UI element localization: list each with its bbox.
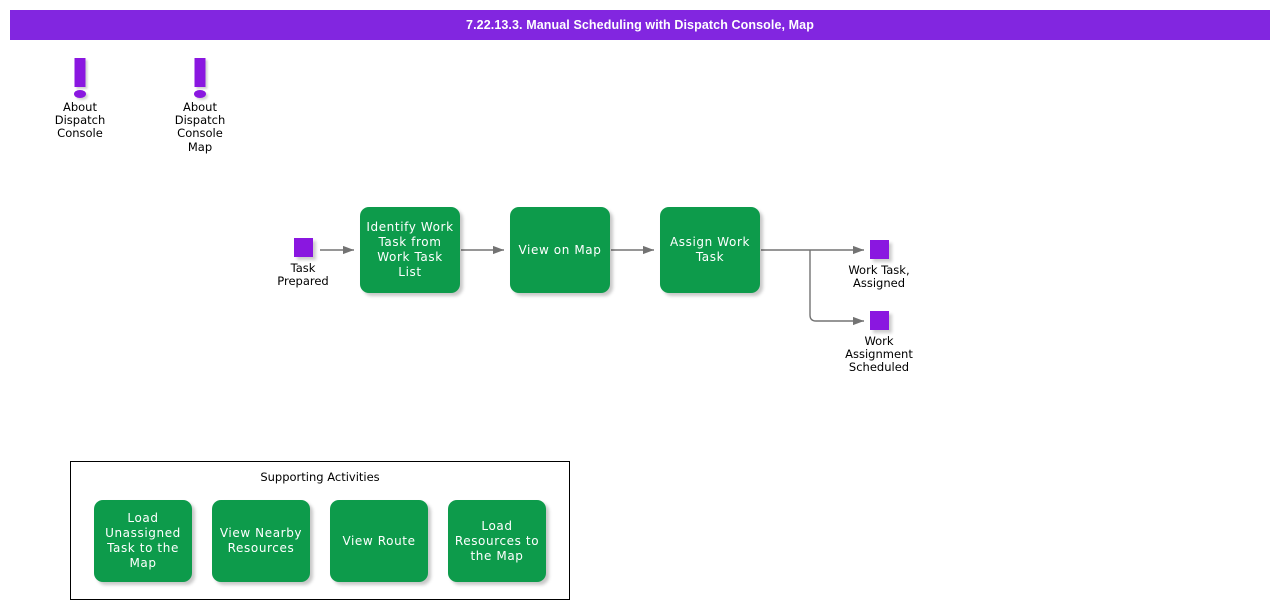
activity-assign-work-task[interactable]: Assign Work Task bbox=[660, 207, 760, 293]
supporting-activity-label: Load Resources to the Map bbox=[454, 518, 540, 563]
supporting-activity-view-nearby-resources[interactable]: View Nearby Resources bbox=[212, 500, 310, 582]
activity-label: Identify Work Task from Work Task List bbox=[366, 220, 454, 279]
supporting-activity-label: View Nearby Resources bbox=[219, 526, 303, 555]
activity-label: Assign Work Task bbox=[669, 235, 751, 264]
state-work-task-assigned[interactable]: Work Task,Assigned bbox=[819, 240, 939, 290]
state-square bbox=[293, 238, 313, 257]
exclamation-bar bbox=[74, 58, 86, 87]
supporting-activity-label: View Route bbox=[342, 533, 416, 548]
supporting-activities-panel: Supporting Activities Load Unassigned Ta… bbox=[70, 461, 570, 600]
state-label: Work Task,Assigned bbox=[848, 263, 910, 291]
state-square bbox=[869, 240, 889, 259]
exclamation-icon bbox=[140, 55, 260, 99]
supporting-activity-label: Load Unassigned Task to the Map bbox=[105, 511, 181, 570]
activity-view-on-map[interactable]: View on Map bbox=[510, 207, 610, 293]
exclamation-dot bbox=[74, 90, 86, 98]
exclamation-icon bbox=[20, 55, 140, 99]
supporting-activities-title: Supporting Activities bbox=[260, 470, 380, 484]
state-square bbox=[869, 311, 889, 330]
exclamation-dot bbox=[194, 90, 206, 98]
supporting-activity-load-resources-to-map[interactable]: Load Resources to the Map bbox=[448, 500, 546, 582]
title-bar: 7.22.13.3. Manual Scheduling with Dispat… bbox=[10, 10, 1270, 40]
supporting-activity-view-route[interactable]: View Route bbox=[330, 500, 428, 582]
activity-identify-work-task[interactable]: Identify Work Task from Work Task List bbox=[360, 207, 460, 293]
activity-label: View on Map bbox=[518, 242, 602, 257]
exclamation-bar bbox=[194, 58, 206, 87]
page-title: 7.22.13.3. Manual Scheduling with Dispat… bbox=[466, 18, 814, 32]
supporting-activity-load-unassigned-task[interactable]: Load Unassigned Task to the Map bbox=[94, 500, 192, 582]
supporting-activities-list: Load Unassigned Task to the Map View Nea… bbox=[71, 500, 569, 582]
